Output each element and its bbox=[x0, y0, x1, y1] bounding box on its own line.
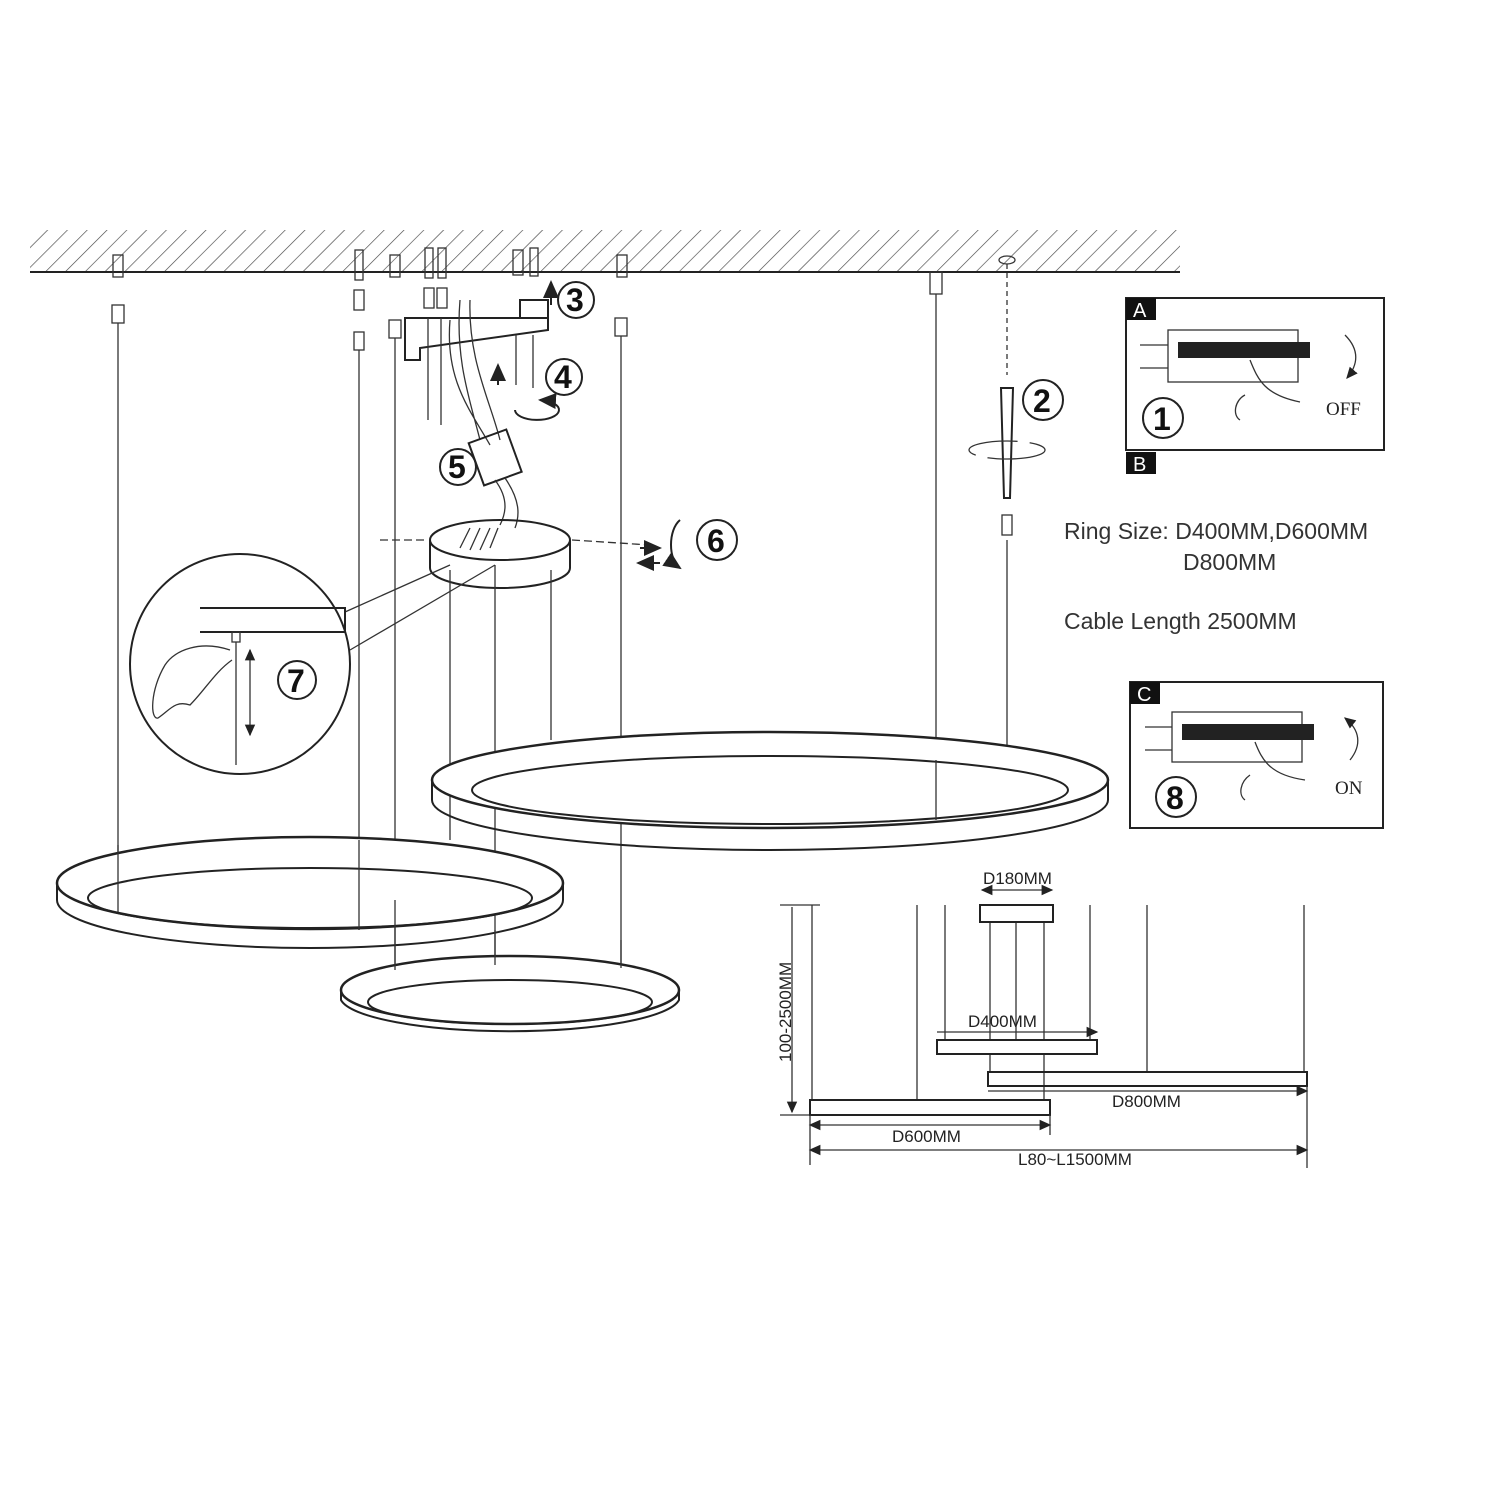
panel-label-c: C bbox=[1137, 684, 1151, 706]
detail-magnifier bbox=[129, 553, 496, 775]
step-2: 2 bbox=[1033, 383, 1051, 419]
step-6: 6 bbox=[707, 523, 725, 559]
canopy bbox=[380, 519, 651, 589]
dim-d600: D600MM bbox=[892, 1127, 961, 1146]
dim-d800: D800MM bbox=[1112, 1092, 1181, 1111]
front-cables bbox=[117, 760, 937, 970]
step-4: 4 bbox=[554, 359, 572, 395]
step-markers: 3 4 5 6 7 2 bbox=[277, 281, 1064, 700]
ceiling-anchors bbox=[111, 247, 1016, 392]
ring-d400 bbox=[339, 954, 681, 1033]
panel-label-a: A bbox=[1133, 300, 1147, 322]
ring-d600 bbox=[55, 835, 565, 949]
step-1: 1 bbox=[1153, 401, 1171, 437]
ring-size-text-2: D800MM bbox=[1183, 549, 1276, 575]
suspension-cables bbox=[117, 264, 1008, 970]
step-7: 7 bbox=[287, 663, 305, 699]
dim-canopy: D180MM bbox=[983, 869, 1052, 888]
ceiling bbox=[30, 230, 1180, 273]
breaker-off-panel: A B 1 OFF bbox=[1125, 297, 1385, 476]
mounting-bracket bbox=[404, 299, 549, 446]
dim-height: 100-2500MM bbox=[776, 962, 795, 1062]
cable-gripper bbox=[968, 387, 1046, 536]
dim-d400: D400MM bbox=[968, 1012, 1037, 1031]
off-label: OFF bbox=[1326, 399, 1361, 420]
terminal-block bbox=[467, 428, 523, 529]
ring-d800 bbox=[430, 730, 1110, 851]
direction-arrows bbox=[490, 280, 682, 571]
step-3: 3 bbox=[566, 282, 584, 318]
panel-label-b: B bbox=[1133, 454, 1146, 476]
step-5: 5 bbox=[448, 449, 466, 485]
cable-length-text: Cable Length 2500MM bbox=[1064, 608, 1297, 634]
step-8: 8 bbox=[1166, 780, 1184, 816]
ring-size-text: Ring Size: D400MM,D600MM bbox=[1064, 518, 1368, 544]
dimension-drawing: D180MM 100-2500MM D400MM D800MM D600MM L… bbox=[776, 869, 1309, 1169]
on-label: ON bbox=[1335, 778, 1363, 799]
dim-total-length: L80~L1500MM bbox=[1018, 1150, 1132, 1169]
breaker-on-panel: C 8 ON bbox=[1129, 681, 1384, 829]
